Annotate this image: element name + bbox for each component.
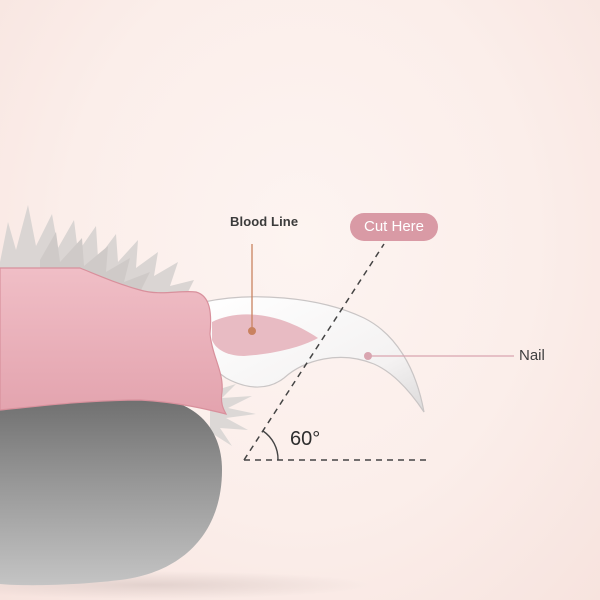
angle-label: 60° [290, 428, 321, 450]
nail-quick [212, 314, 318, 356]
nail-label: Nail [519, 347, 545, 364]
cut-line [243, 243, 385, 461]
cut-here-badge: Cut Here [350, 213, 438, 241]
toe [0, 267, 228, 415]
dot-marker-icon [248, 327, 256, 335]
angle-arc [262, 430, 279, 461]
blood-line-label: Blood Line [230, 214, 299, 229]
dot-marker-icon [364, 352, 372, 360]
paw-pad [0, 397, 222, 586]
